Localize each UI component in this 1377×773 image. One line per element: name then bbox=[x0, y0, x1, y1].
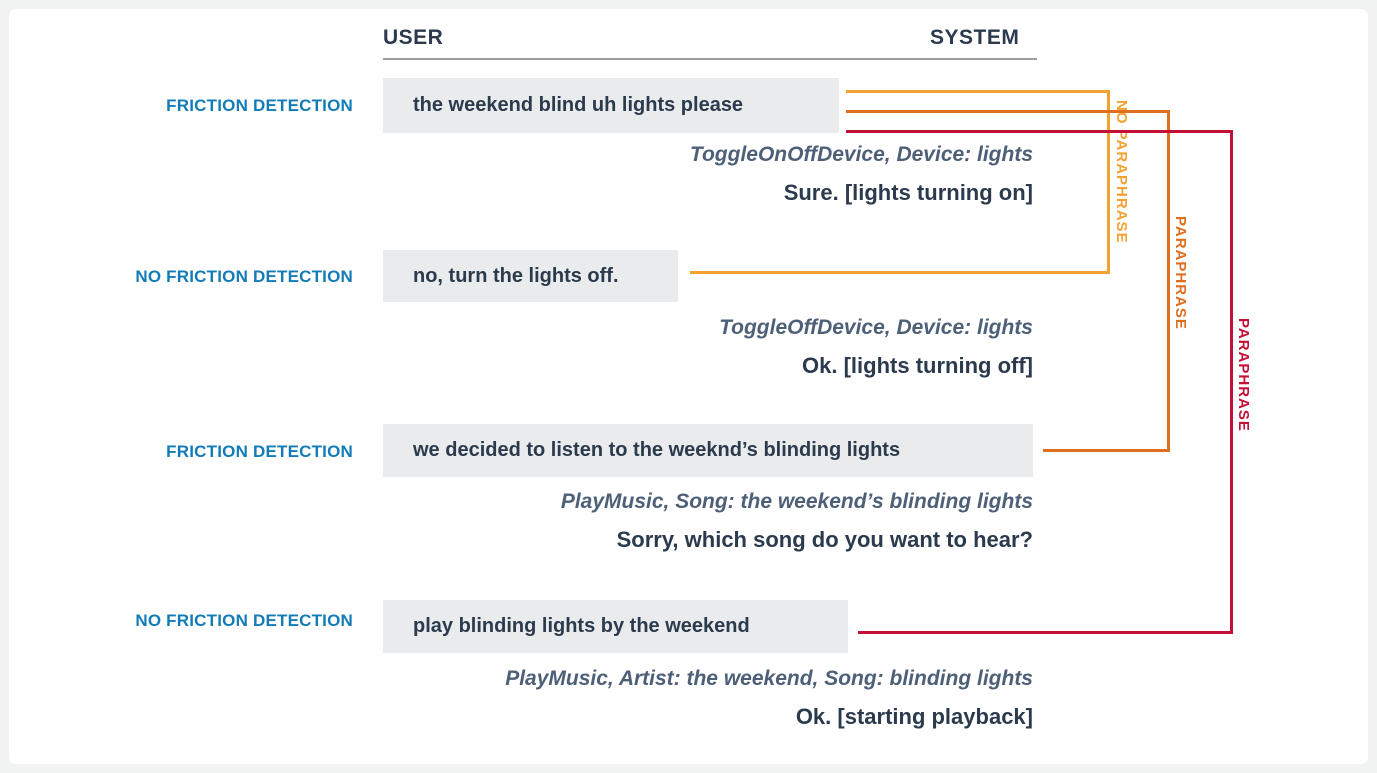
paraphrase-red-line-bottom bbox=[858, 631, 1233, 634]
system-intent-2: ToggleOffDevice, Device: lights bbox=[719, 316, 1033, 339]
no-paraphrase-line-bottom bbox=[690, 271, 1110, 274]
friction-label-3: FRICTION DETECTION bbox=[166, 442, 353, 461]
system-intent-3: PlayMusic, Song: the weekend’s blinding … bbox=[560, 490, 1033, 513]
no-paraphrase-label: NO PARAPHRASE bbox=[1113, 100, 1130, 244]
paraphrase-orange-line-bottom bbox=[1043, 449, 1170, 452]
no-paraphrase-line-vertical bbox=[1107, 90, 1110, 274]
paraphrase-orange-line-vertical bbox=[1167, 110, 1170, 452]
system-response-4: Ok. [starting playback] bbox=[795, 704, 1033, 729]
system-response-3: Sorry, which song do you want to hear? bbox=[616, 527, 1033, 552]
friction-label-4: NO FRICTION DETECTION bbox=[135, 611, 353, 630]
paraphrase-red-line-vertical bbox=[1230, 130, 1233, 634]
system-intent-1: ToggleOnOffDevice, Device: lights bbox=[689, 143, 1033, 166]
user-utterance-box-2: no, turn the lights off. bbox=[383, 250, 678, 302]
header-divider bbox=[383, 58, 1037, 60]
paraphrase-red-label: PARAPHRASE bbox=[1235, 318, 1252, 432]
paraphrase-red-line-top bbox=[846, 130, 1233, 133]
friction-label-2: NO FRICTION DETECTION bbox=[135, 267, 353, 286]
paraphrase-orange-line-top bbox=[846, 110, 1170, 113]
user-utterance-box-3: we decided to listen to the weeknd’s bli… bbox=[383, 424, 1033, 477]
system-response-2: Ok. [lights turning off] bbox=[802, 353, 1033, 378]
system-response-1: Sure. [lights turning on] bbox=[783, 180, 1033, 205]
column-header-user: USER bbox=[383, 26, 444, 49]
no-paraphrase-line-top bbox=[846, 90, 1110, 93]
user-utterance-box-4: play blinding lights by the weekend bbox=[383, 600, 848, 653]
column-header-system: SYSTEM bbox=[930, 26, 1020, 49]
system-intent-4: PlayMusic, Artist: the weekend, Song: bl… bbox=[505, 667, 1033, 690]
user-utterance-box-1: the weekend blind uh lights please bbox=[383, 78, 839, 133]
paraphrase-orange-label: PARAPHRASE bbox=[1172, 216, 1189, 330]
friction-label-1: FRICTION DETECTION bbox=[166, 96, 353, 115]
